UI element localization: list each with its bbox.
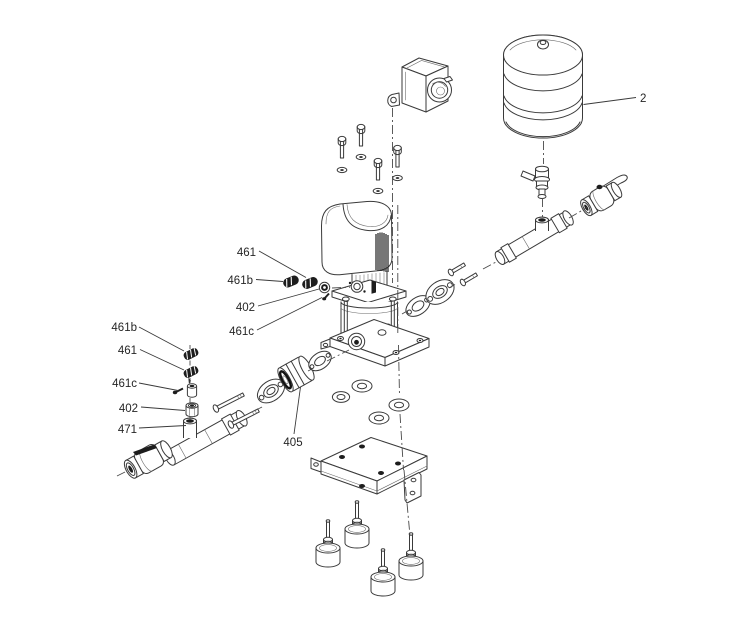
flange-bolt [447, 262, 466, 277]
tee-stack [172, 347, 199, 418]
pump [320, 200, 430, 367]
bolt [337, 135, 347, 159]
mounting-bolts [336, 123, 403, 195]
ball-valve-right [580, 174, 628, 217]
washer [388, 398, 410, 412]
suction-train [123, 350, 332, 479]
callout-402-left: 402 [119, 403, 138, 415]
base-washers [331, 379, 410, 425]
bolt [356, 123, 366, 147]
callout-405: 405 [283, 437, 302, 449]
screw-461c [322, 292, 330, 301]
bolt [393, 144, 402, 168]
leader-lines [138, 97, 637, 435]
tank-valve [520, 165, 550, 199]
callout-471-left: 471 [118, 424, 137, 436]
plug-461c [186, 383, 198, 398]
flange-bolt [212, 392, 245, 413]
pressure-switch [387, 57, 453, 113]
plug-461 [302, 277, 318, 289]
center-lines [116, 108, 588, 537]
rubber-feet [315, 500, 424, 597]
callout-461c-left: 461c [112, 378, 137, 390]
callout-461-upper: 461 [237, 247, 256, 259]
callout-461b-left: 461b [111, 322, 137, 334]
callout-461-left: 461 [118, 345, 137, 357]
washer [336, 153, 403, 195]
discharge-pipe [494, 210, 574, 265]
mounting-bracket [310, 437, 428, 504]
rubber-foot [370, 548, 396, 597]
grommet-402 [318, 281, 331, 294]
callout-461c-upper: 461c [229, 326, 254, 338]
switch-knob-icon [427, 76, 453, 103]
suction-pipe [164, 409, 248, 466]
flange-bolt [459, 272, 478, 287]
suction-gasket [308, 350, 332, 372]
fitting-461 [183, 365, 199, 385]
gasket [405, 295, 431, 317]
head-plug-set [283, 275, 331, 301]
rubber-foot [398, 532, 424, 581]
flange [425, 279, 455, 305]
plug-461b [283, 275, 299, 288]
discharge-flange-set [405, 262, 478, 317]
screw-461c-left [172, 387, 184, 395]
rubber-foot [344, 500, 370, 549]
callouts: 461 461b 402 461c 461b 461 461c 402 471 … [111, 93, 646, 449]
rubber-foot [315, 519, 341, 568]
bolt [373, 157, 383, 181]
motor [321, 200, 393, 276]
washer [351, 379, 373, 393]
pump-base [320, 319, 430, 367]
washer [331, 391, 351, 403]
callout-402-upper: 402 [236, 302, 255, 314]
vent-slats-icon [375, 232, 389, 272]
nut-402 [185, 402, 199, 418]
callout-461b-upper: 461b [227, 275, 253, 287]
air-valve-icon [537, 39, 549, 50]
washer [368, 411, 390, 425]
fitting-461b [183, 347, 199, 360]
ball-valve-left [123, 440, 173, 479]
pressure-tank [503, 34, 583, 139]
callout-2: 2 [640, 93, 646, 105]
pipe-tee [535, 216, 549, 231]
pipe-tee [183, 417, 197, 438]
